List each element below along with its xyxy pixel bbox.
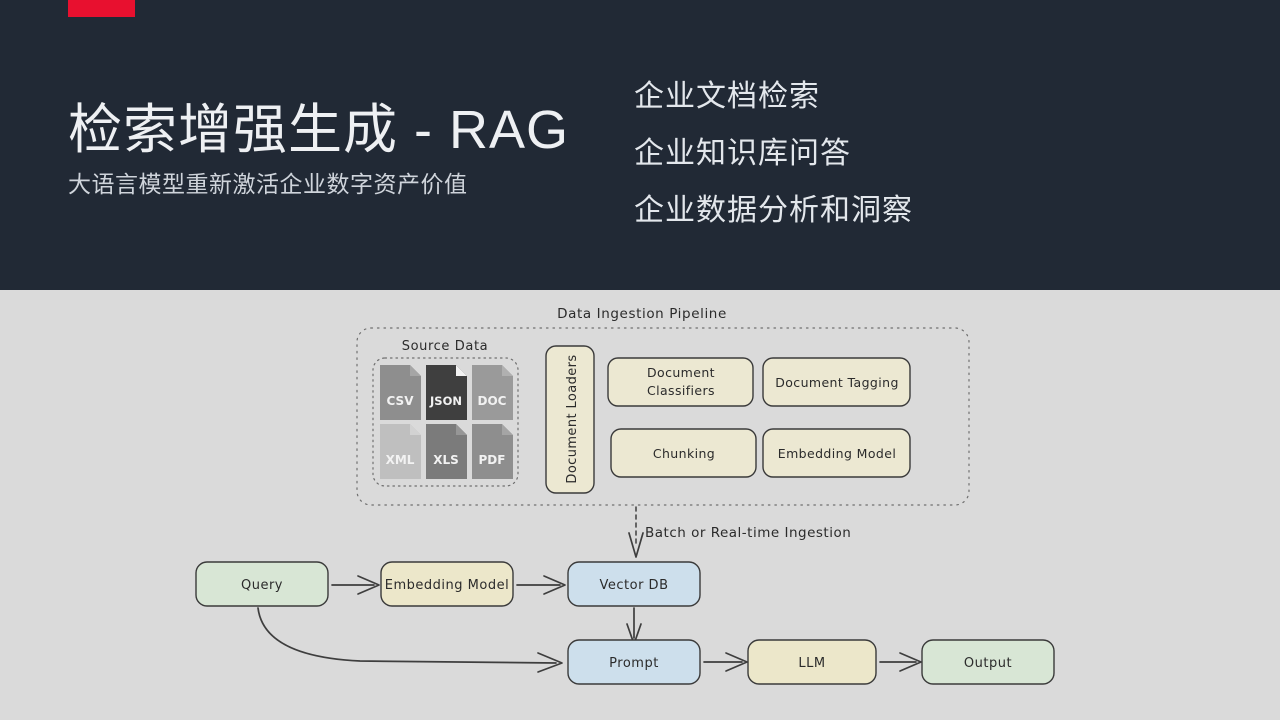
bullet-item-2: 企业知识库问答	[634, 137, 851, 170]
flow-node-vector-db-label: Vector DB	[600, 578, 669, 593]
file-icon-csv: CSV	[380, 365, 421, 420]
page-subtitle: 大语言模型重新激活企业数字资产价值	[68, 171, 468, 197]
stage-document-classifiers-label-line1: Document	[647, 365, 715, 380]
file-icon-pdf-label: PDF	[479, 453, 506, 467]
arrow-query-to-prompt	[257, 607, 563, 673]
stage-document-loaders-label: Document Loaders	[565, 354, 580, 483]
flow-node-output-label: Output	[964, 656, 1012, 671]
arrow-prompt-to-llm	[703, 652, 748, 672]
stage-embedding-model[interactable]: Embedding Model	[762, 428, 911, 478]
stage-document-tagging-label: Document Tagging	[775, 375, 899, 390]
file-icon-xml: XML	[380, 424, 421, 479]
slide-header: 检索增强生成 - RAG 大语言模型重新激活企业数字资产价值 企业文档检索 企业…	[0, 0, 1280, 290]
arrow-embedding-to-vectordb	[516, 575, 566, 595]
accent-bar	[68, 0, 135, 17]
page-title: 检索增强生成 - RAG	[68, 100, 570, 160]
arrow-query-to-embedding	[331, 575, 380, 595]
file-icon-xls-label: XLS	[433, 453, 459, 467]
arrow-llm-to-output	[879, 652, 922, 672]
flow-node-embedding-model-label: Embedding Model	[385, 578, 509, 593]
stage-document-loaders[interactable]: Document Loaders	[545, 345, 595, 494]
pipeline-container	[356, 327, 970, 506]
stage-chunking-label: Chunking	[653, 446, 715, 461]
flow-node-prompt[interactable]: Prompt	[567, 639, 701, 685]
flow-node-query[interactable]: Query	[195, 561, 329, 607]
pipeline-title: Data Ingestion Pipeline	[557, 306, 727, 322]
flow-node-prompt-label: Prompt	[609, 656, 659, 671]
bullet-list: 企业文档检索 企业知识库问答 企业数据分析和洞察	[634, 68, 913, 239]
stage-document-classifiers[interactable]: Document Classifiers	[607, 357, 754, 407]
flow-node-output[interactable]: Output	[921, 639, 1055, 685]
arrow-vectordb-to-prompt	[626, 607, 642, 645]
file-icon-xml-label: XML	[386, 453, 415, 467]
stage-document-classifiers-label-line2: Classifiers	[647, 383, 715, 398]
source-data-title: Source Data	[402, 339, 488, 354]
file-icon-json-label: JSON	[429, 394, 462, 408]
stage-embedding-model-label: Embedding Model	[778, 446, 896, 461]
file-icon-csv-label: CSV	[387, 394, 415, 408]
bullet-item-3: 企业数据分析和洞察	[634, 194, 913, 227]
file-icon-json: JSON	[426, 365, 467, 420]
stage-chunking[interactable]: Chunking	[610, 428, 757, 478]
file-icon-doc: DOC	[472, 365, 513, 420]
title-block: 检索增强生成 - RAG 大语言模型重新激活企业数字资产价值	[68, 98, 628, 200]
rag-architecture-diagram: Data Ingestion Pipeline Source Data CSV …	[0, 290, 1280, 720]
flow-node-llm-label: LLM	[798, 656, 825, 671]
stage-document-tagging[interactable]: Document Tagging	[762, 357, 911, 407]
flow-node-embedding-model[interactable]: Embedding Model	[380, 561, 514, 607]
file-icon-xls: XLS	[426, 424, 467, 479]
bullet-item-1: 企业文档检索	[634, 80, 820, 113]
file-icon-doc-label: DOC	[478, 394, 507, 408]
flow-node-llm[interactable]: LLM	[747, 639, 877, 685]
flow-node-query-label: Query	[241, 578, 283, 593]
file-icon-pdf: PDF	[472, 424, 513, 479]
source-data-container	[372, 357, 519, 487]
ingestion-arrow	[628, 506, 644, 558]
ingestion-edge-label: Batch or Real-time Ingestion	[645, 525, 851, 541]
flow-node-vector-db[interactable]: Vector DB	[567, 561, 701, 607]
